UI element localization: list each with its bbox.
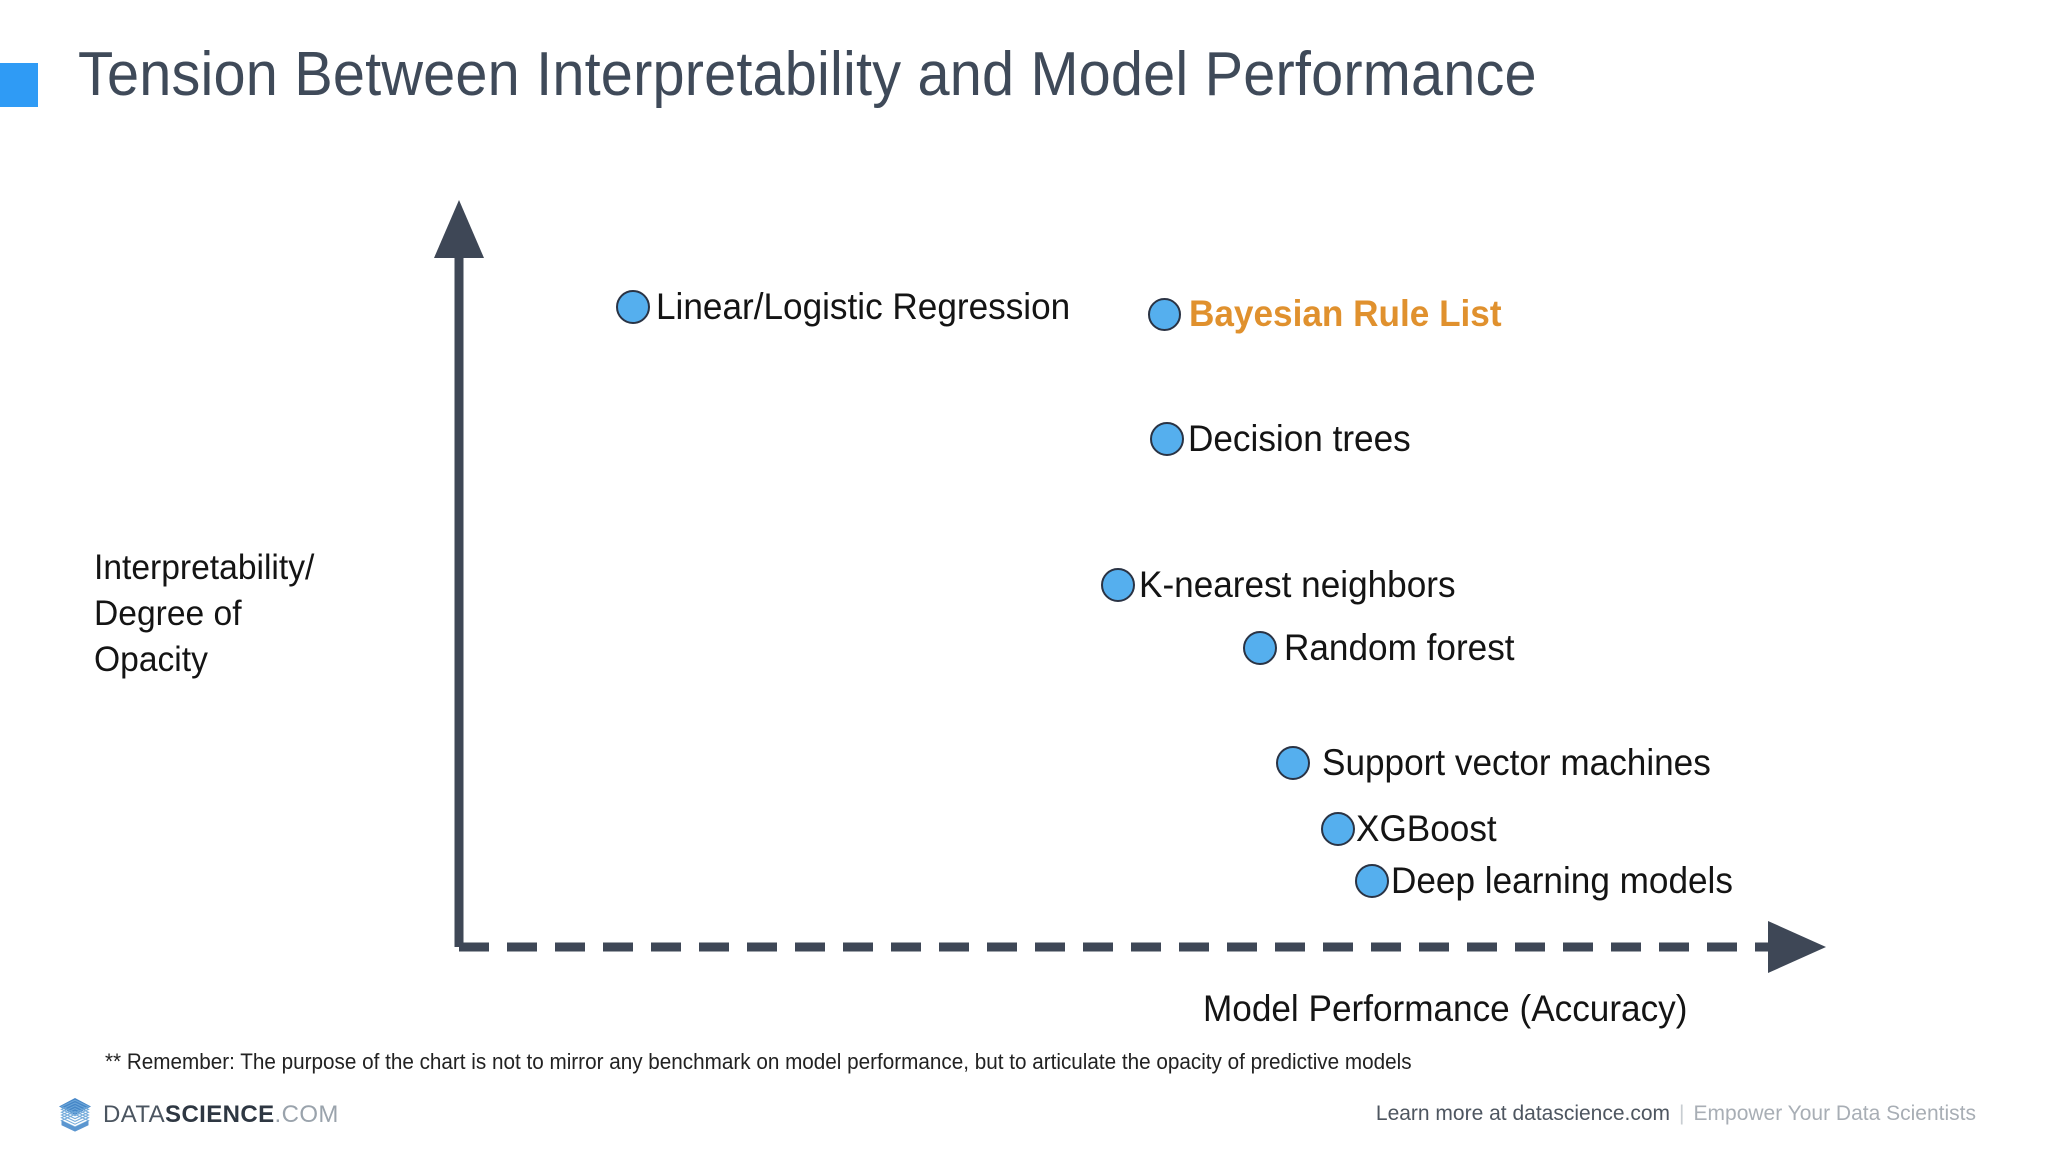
logo-text-com: .COM bbox=[274, 1101, 339, 1128]
y-axis-label-line-2: Degree of bbox=[94, 594, 242, 633]
data-point-marker bbox=[1321, 812, 1355, 846]
data-point-label: Random forest bbox=[1284, 627, 1515, 668]
logo-wordmark: DATASCIENCE.COM bbox=[103, 1101, 339, 1129]
data-point-deep-learning-models[interactable]: Deep learning models bbox=[1355, 860, 1751, 902]
data-point-marker bbox=[1150, 422, 1184, 456]
data-point-label: Support vector machines bbox=[1322, 742, 1711, 783]
data-point-support-vector-machines[interactable]: Support vector machines bbox=[1276, 742, 1731, 784]
data-point-marker bbox=[1276, 746, 1310, 780]
data-point-label: Deep learning models bbox=[1391, 860, 1733, 901]
footer: DATASCIENCE.COM Learn more at datascienc… bbox=[0, 1090, 2048, 1152]
page-title: Tension Between Interpretability and Mod… bbox=[78, 40, 1537, 109]
logo-text-data: DATA bbox=[103, 1101, 166, 1128]
y-axis-arrowhead bbox=[434, 200, 484, 258]
data-point-marker bbox=[1355, 864, 1389, 898]
data-point-marker bbox=[1148, 297, 1181, 331]
footer-separator: | bbox=[1679, 1102, 1685, 1125]
footer-right: Learn more at datascience.com | Empower Yo… bbox=[1376, 1102, 1976, 1126]
x-axis-label: Model Performance (Accuracy) bbox=[1203, 988, 1688, 1029]
data-point-label: XGBoost bbox=[1356, 808, 1497, 849]
data-point-random-forest[interactable]: Random forest bbox=[1243, 627, 1527, 669]
data-point-xgboost[interactable]: XGBoost bbox=[1321, 808, 1504, 850]
data-point-linear-logistic-regression[interactable]: Linear/Logistic Regression bbox=[616, 286, 1092, 328]
data-point-label: Linear/Logistic Regression bbox=[656, 286, 1071, 327]
data-point-marker bbox=[616, 290, 650, 324]
y-axis-label-line-3: Opacity bbox=[94, 640, 208, 679]
y-axis-label: Interpretability/ Degree of Opacity bbox=[94, 545, 411, 683]
title-bar: Tension Between Interpretability and Mod… bbox=[0, 40, 2048, 150]
y-axis-label-line-1: Interpretability/ bbox=[94, 548, 315, 587]
data-point-marker bbox=[1243, 631, 1277, 665]
footer-learn-more-link[interactable]: Learn more at datascience.com bbox=[1375, 1102, 1671, 1125]
footer-logo[interactable]: DATASCIENCE.COM bbox=[58, 1097, 339, 1133]
data-point-bayesian-rule-list[interactable]: Bayesian Rule List bbox=[1148, 293, 1518, 335]
data-point-label: Decision trees bbox=[1188, 418, 1411, 459]
data-point-decision-trees[interactable]: Decision trees bbox=[1150, 418, 1422, 460]
data-point-label: K-nearest neighbors bbox=[1139, 564, 1456, 605]
data-point-k-nearest-neighbors[interactable]: K-nearest neighbors bbox=[1101, 564, 1472, 606]
logo-text-science: SCIENCE bbox=[165, 1101, 275, 1128]
stacked-layers-hexagon-icon bbox=[59, 1098, 91, 1132]
title-accent-square bbox=[0, 63, 38, 107]
footnote: ** Remember: The purpose of the chart is… bbox=[105, 1049, 1412, 1074]
data-point-marker bbox=[1101, 568, 1135, 602]
footer-tagline: Empower Your Data Scientists bbox=[1693, 1102, 1976, 1125]
data-point-label: Bayesian Rule List bbox=[1189, 293, 1502, 334]
x-axis-arrowhead bbox=[1768, 921, 1826, 973]
